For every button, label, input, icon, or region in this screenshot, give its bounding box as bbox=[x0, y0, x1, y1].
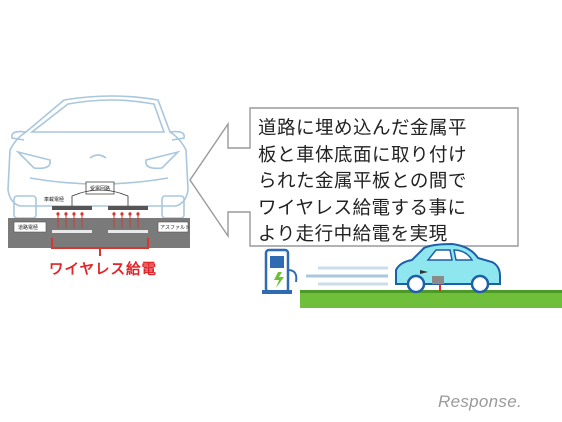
callout-line: られた金属平板との間で bbox=[258, 171, 467, 192]
response-watermark: Response. bbox=[438, 392, 522, 411]
road-electrode-plate bbox=[108, 230, 148, 233]
callout-line: ワイヤレス給電する事に bbox=[258, 197, 467, 219]
receiving-circuit-box bbox=[85, 181, 115, 195]
receiving-circuit-label: 受電回路 bbox=[90, 186, 111, 192]
road-electrode-label: 道路電極 bbox=[18, 225, 39, 231]
callout-line: より走行中給電を実現 bbox=[258, 224, 448, 245]
vehicle-electrode-label: 車載電極 bbox=[44, 197, 65, 203]
vehicle-electrode-plate bbox=[52, 206, 92, 210]
callout-text: 道路に埋め込んだ金属平 板と車体底面に取り付け られた金属平板との間で ワイヤレ… bbox=[258, 116, 520, 249]
vehicle-electrode-plate bbox=[108, 206, 148, 210]
charging-station-icon bbox=[262, 248, 298, 294]
wireless-power-caption: ワイヤレス給電 bbox=[48, 262, 158, 278]
road-electrode-bracket bbox=[51, 238, 149, 256]
callout-line: 板と車体底面に取り付け bbox=[258, 144, 468, 166]
side-car-icon bbox=[395, 242, 501, 294]
speed-lines bbox=[306, 266, 388, 286]
road-electrode-plate bbox=[52, 230, 92, 233]
road-surface bbox=[300, 290, 562, 308]
callout-line: 道路に埋め込んだ金属平 bbox=[258, 118, 468, 139]
asphalt-label: アスファルト bbox=[160, 225, 191, 231]
